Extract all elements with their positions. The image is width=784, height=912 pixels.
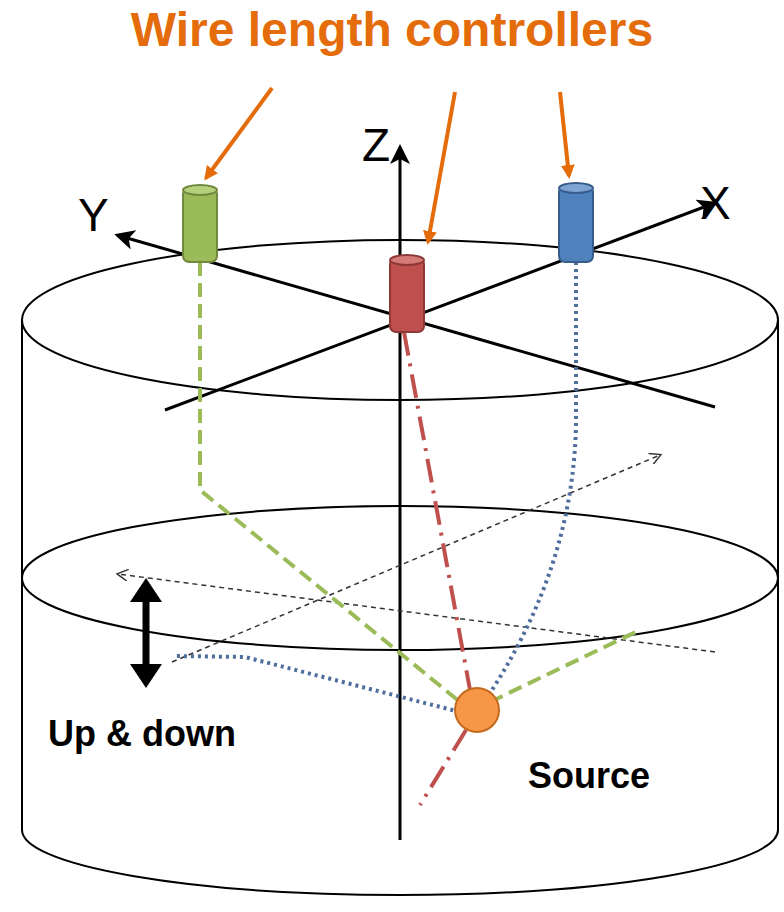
- axis-label: Z: [362, 122, 390, 168]
- source-label: Source: [528, 758, 650, 794]
- axis-label: Y: [78, 192, 109, 238]
- axis-label: X: [700, 180, 731, 226]
- motion-label: Up & down: [48, 716, 236, 752]
- title-label: Wire length controllers: [131, 6, 653, 54]
